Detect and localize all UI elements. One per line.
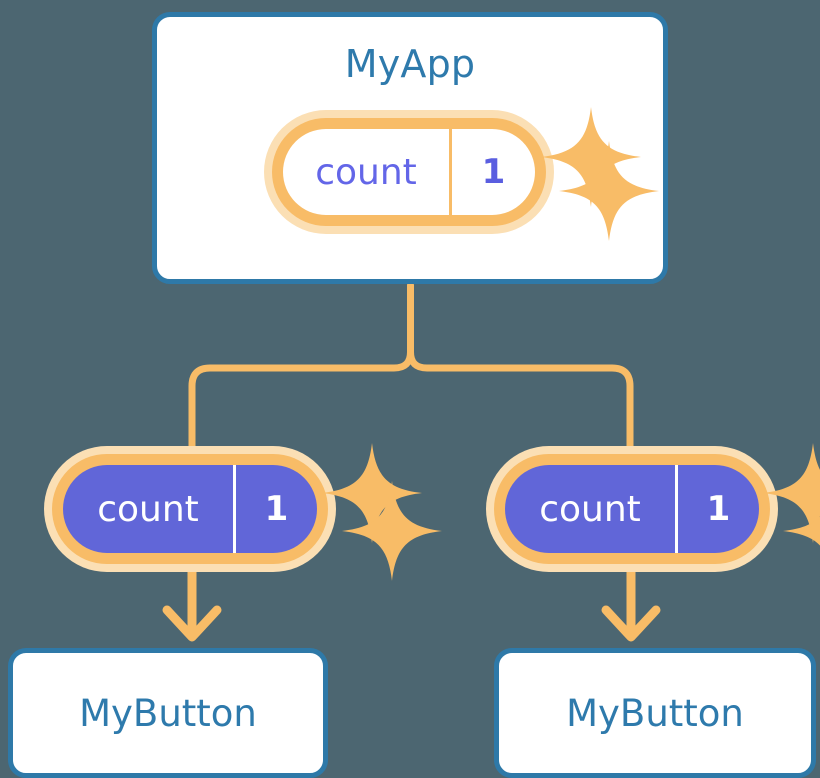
component-title-mybutton-right: MyButton: [566, 691, 744, 735]
component-card-mybutton-left[interactable]: MyButton: [8, 648, 328, 778]
state-pill-divider-child-right: [675, 465, 678, 553]
state-pill-value-child-right: 1: [706, 489, 731, 529]
fork-branch-right: [407, 348, 634, 454]
state-pill-value-myapp: 1: [481, 152, 506, 192]
state-pill-child-left[interactable]: count 1: [63, 465, 317, 553]
state-pill-divider-child-left: [233, 465, 236, 553]
state-pill-myapp[interactable]: count 1: [283, 129, 535, 215]
state-pill-key-child-left: count: [97, 488, 199, 530]
component-title-myapp: MyApp: [344, 42, 476, 86]
component-card-mybutton-right[interactable]: MyButton: [494, 648, 816, 778]
state-pill-child-right[interactable]: count 1: [505, 465, 759, 553]
state-pill-value-child-left: 1: [264, 489, 289, 529]
state-pill-key-myapp: count: [315, 151, 417, 193]
state-pill-key-child-right: count: [539, 488, 641, 530]
state-pill-divider-myapp: [449, 129, 452, 215]
component-title-mybutton-left: MyButton: [79, 691, 257, 735]
arrow-down-right: [601, 561, 661, 642]
arrow-down-left: [162, 561, 222, 642]
